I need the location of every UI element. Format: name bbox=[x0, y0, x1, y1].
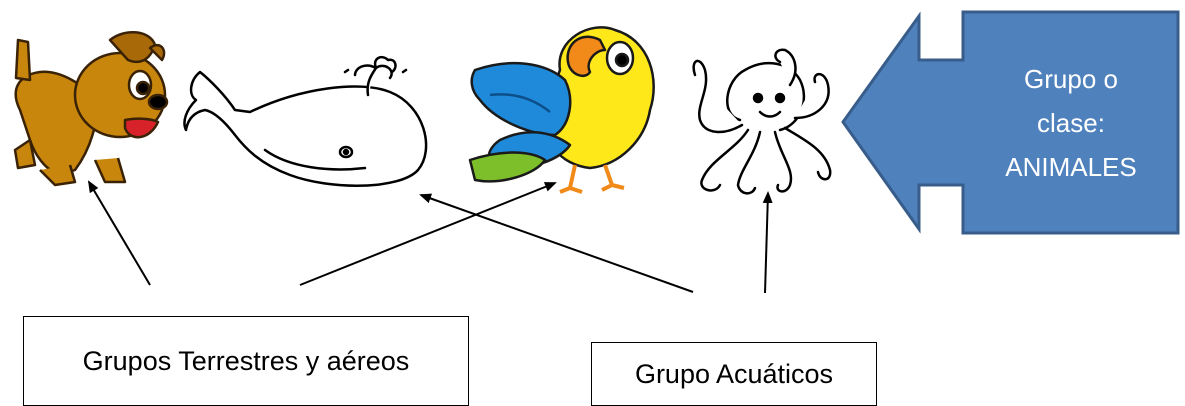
arrow-aquatic-to-whale bbox=[419, 193, 694, 293]
arrow-terrestrial-to-parrot bbox=[299, 182, 557, 286]
whale-icon bbox=[183, 56, 428, 187]
parrot-icon bbox=[468, 26, 655, 194]
octopus-icon bbox=[692, 48, 832, 195]
aquatic-group-text: Grupo Acuáticos bbox=[634, 358, 834, 389]
arrow-terrestrial-to-dog bbox=[87, 180, 151, 286]
class-callout-text: Grupo o clase: ANIMALES bbox=[965, 12, 1177, 234]
terrestrial-group-label: Grupos Terrestres y aéreos bbox=[23, 316, 469, 406]
aquatic-group-label: Grupo Acuáticos bbox=[591, 342, 877, 406]
terrestrial-group-text: Grupos Terrestres y aéreos bbox=[82, 345, 410, 376]
dog-icon bbox=[13, 31, 169, 187]
arrow-aquatic-to-octopus bbox=[762, 191, 773, 294]
class-callout bbox=[841, 10, 1180, 235]
callout-line-3: ANIMALES bbox=[1005, 152, 1137, 182]
callout-line-2: clase: bbox=[1037, 108, 1105, 138]
callout-line-1: Grupo o bbox=[1024, 64, 1118, 94]
